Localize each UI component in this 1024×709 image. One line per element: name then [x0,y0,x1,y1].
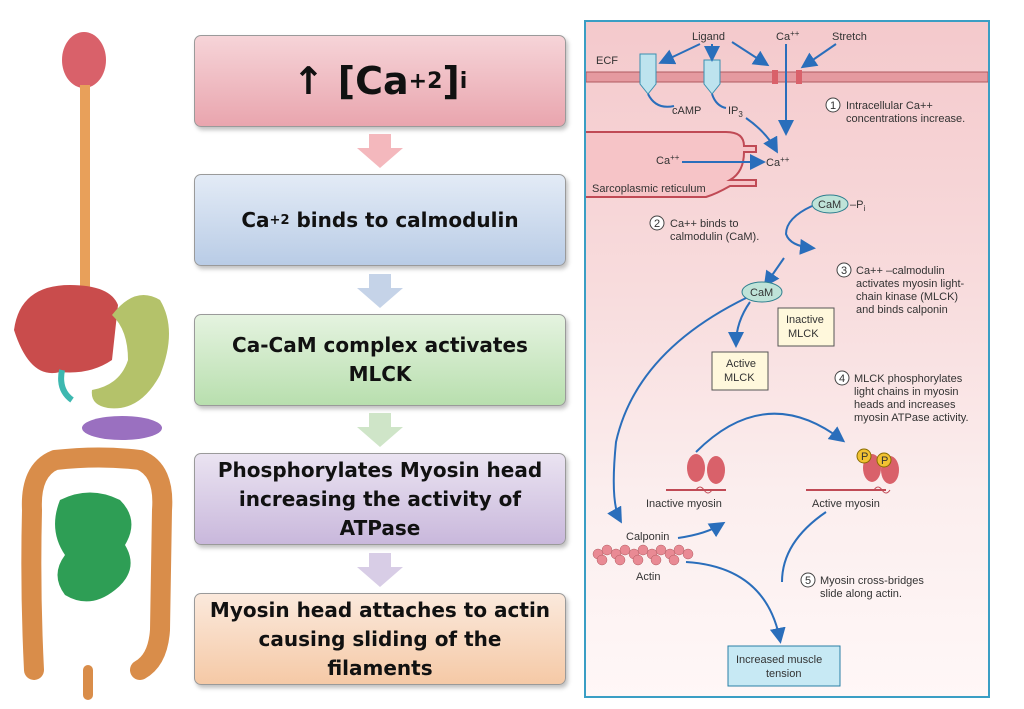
ligand-label: Ligand [692,31,725,43]
stretch-channel [796,70,802,84]
mechanism-diagram: ECF Ligand Ca++ Stretch cAMP IP3 1 Intra… [584,20,990,698]
step1-line2: concentrations increase. [846,113,965,125]
stomach-shape [91,295,169,409]
step1-number: 1 [830,100,836,112]
ip3-label: IP3 [728,105,743,119]
step3-line1: Ca++ –calmodulin [856,265,945,277]
step4-line4: myosin ATPase activity. [854,412,969,424]
inactive-myosin-shape [666,454,726,494]
result-box [727,645,841,687]
step4-number: 4 [839,373,845,385]
step4-line1: MLCK phosphorylates [854,373,963,385]
step2-number: 2 [654,218,660,230]
down-arrow-icon [357,553,403,587]
mouth-shape [62,32,106,88]
active-mlck-line2: MLCK [724,372,755,384]
p-label-1: P [861,451,868,463]
calponin-label: Calponin [626,531,669,543]
actin-label: Actin [636,571,660,583]
step3-line2: activates myosin light- [856,278,965,290]
gallbladder-duct [58,369,74,403]
step5-line2: slide along actin. [820,588,902,600]
stretch-label: Stretch [832,31,867,43]
step2-line2: calmodulin (CaM). [670,231,759,243]
calcium-channel [772,70,778,84]
step4-line2: light chains in myosin [854,386,959,398]
camp-label: cAMP [672,105,701,117]
pancreas-shape [82,416,162,440]
ca-center-label: Ca++ [766,155,790,169]
ca-sr-label: Ca++ [656,153,680,167]
active-myosin-shape [806,448,899,494]
down-arrow-icon [357,134,403,168]
flowchart: ↑ [Ca+2]i Ca+2 binds to calmodulin Ca-Ca… [190,0,570,709]
esophagus-shape [80,85,90,305]
step1-line1: Intracellular Ca++ [846,100,933,112]
down-arrow-icon [357,274,403,308]
receptor-IP3 [703,59,721,95]
small-intestine-shape [55,492,132,602]
cam-label: CaM [750,287,773,299]
p-label-2: P [881,455,888,467]
inactive-mlck-line1: Inactive [786,314,824,326]
result-line1: Increased muscle [736,654,822,666]
up-arrow-icon: ↑ [292,59,325,103]
step5-line1: Myosin cross-bridges [820,575,924,587]
inactive-myosin-label: Inactive myosin [646,498,722,510]
cam-pi-label: CaM [818,199,841,211]
down-arrow-icon [357,413,403,447]
step3-line4: and binds calponin [856,304,948,316]
large-intestine-shape [21,447,173,680]
step3-line3: chain kinase (MLCK) [856,291,958,303]
ecf-label: ECF [596,55,618,67]
active-mlck-line1: Active [726,358,756,370]
liver-shape [14,285,118,374]
step3-number: 3 [841,265,847,277]
receptor-cAMP [639,53,657,95]
step-box-calcium-increase: ↑ [Ca+2]i [194,35,566,127]
sarcoplasmic-reticulum [586,131,757,198]
actin-filament [592,544,694,566]
sarcoplasmic-reticulum-label: Sarcoplasmic reticulum [592,183,706,195]
active-myosin-label: Active myosin [812,498,880,510]
ca-top-label: Ca++ [776,29,800,43]
step4-line3: heads and increases [854,399,956,411]
pi-label: –Pi [850,199,865,213]
step-box-calmodulin-binding: Ca+2 binds to calmodulin [194,174,566,266]
step2-line1: Ca++ binds to [670,218,739,230]
step5-number: 5 [805,575,811,587]
digestive-system-illustration [14,32,173,700]
result-line2: tension [766,668,801,680]
inactive-mlck-line2: MLCK [788,328,819,340]
